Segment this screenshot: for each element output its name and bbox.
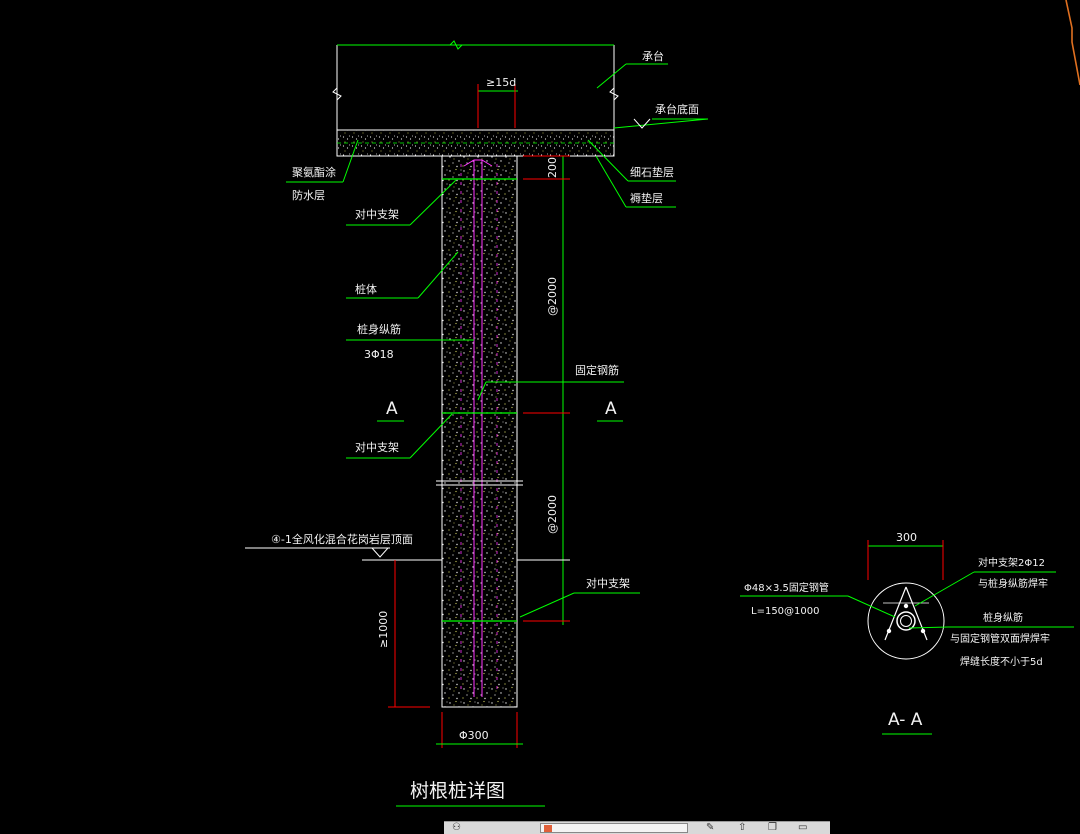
section-pipe-line2: L=150@1000 bbox=[751, 606, 820, 617]
pile-width-label: Φ300 bbox=[459, 729, 489, 742]
cushion-leader bbox=[595, 155, 676, 208]
cap-dimension-line bbox=[337, 40, 614, 50]
rebar-hook-top bbox=[463, 159, 493, 167]
section-bar-line2: 与固定钢管双面焊焊牢 bbox=[950, 632, 1050, 645]
section-mark-right: A bbox=[605, 399, 617, 419]
pile-cap bbox=[336, 45, 615, 131]
waterproof-leader bbox=[286, 139, 359, 183]
centering-leader-1 bbox=[346, 179, 457, 226]
centering-label-3: 对中支架 bbox=[586, 576, 630, 590]
fine-stone-leader bbox=[587, 139, 676, 182]
pencil-icon[interactable]: ✎ bbox=[706, 822, 715, 833]
cap-break-marks bbox=[332, 87, 619, 101]
section-bar-line1: 桩身纵筋 bbox=[983, 611, 1023, 624]
vertical-dimension-chain bbox=[523, 155, 570, 625]
cushion-layer bbox=[336, 129, 615, 157]
cushion-label: 褥垫层 bbox=[630, 191, 663, 205]
section-bar-line3: 焊缝长度不小于5d bbox=[960, 655, 1043, 668]
section-aa bbox=[867, 540, 945, 660]
pile-width-dimension bbox=[436, 712, 523, 748]
taskbar: ⚇ ✎ ⇧ ❐ ▭ bbox=[444, 821, 830, 834]
dim-200: 200 bbox=[546, 157, 559, 178]
cap-leader bbox=[596, 63, 668, 89]
embed-dimension bbox=[388, 560, 430, 708]
arrow-up-icon[interactable]: ⇧ bbox=[738, 822, 747, 833]
centering-frames bbox=[442, 178, 517, 622]
main-rebar bbox=[473, 160, 483, 697]
section-note-line2: 与桩身纵筋焊牢 bbox=[978, 577, 1048, 590]
pile-body bbox=[441, 155, 518, 708]
tool-icon[interactable]: ⚇ bbox=[452, 822, 461, 833]
drawing-title: 树根桩详图 bbox=[410, 780, 505, 802]
main-bar-label-line1: 桩身纵筋 bbox=[357, 322, 401, 336]
layer-top-line bbox=[245, 547, 570, 561]
anchor-dimension: ≥15d bbox=[477, 76, 518, 128]
cap-label: 承台 bbox=[642, 49, 664, 63]
embed-dimension-label: ≥1000 bbox=[377, 611, 390, 648]
section-note-line1: 对中支架2Φ12 bbox=[978, 556, 1045, 569]
section-dim-300: 300 bbox=[896, 531, 917, 544]
dim-2000-upper: @2000 bbox=[546, 277, 559, 316]
copy-icon[interactable]: ❐ bbox=[768, 822, 777, 833]
window-icon[interactable]: ▭ bbox=[798, 822, 808, 833]
waterproof-label-line2: 防水层 bbox=[292, 188, 325, 202]
cap-bottom-leader bbox=[613, 118, 709, 129]
section-pipe-line1: Φ48×3.5固定钢管 bbox=[744, 581, 829, 594]
section-note-leader bbox=[914, 571, 1056, 607]
fine-stone-label: 细石垫层 bbox=[630, 165, 674, 179]
centering-label-1: 对中支架 bbox=[355, 207, 399, 221]
orange-boundary-line bbox=[1065, 0, 1080, 86]
section-title: A- A bbox=[888, 710, 923, 730]
taskbar-window-tab[interactable] bbox=[540, 823, 688, 833]
centering-leader-3 bbox=[519, 592, 640, 618]
fix-bar-leader bbox=[477, 381, 624, 401]
centering-label-2: 对中支架 bbox=[355, 440, 399, 454]
centering-leader-2 bbox=[346, 413, 453, 459]
layer-top-label: ④-1全风化混合花岗岩层顶面 bbox=[271, 532, 413, 546]
pile-body-label: 桩体 bbox=[355, 282, 377, 296]
cap-bottom-label: 承台底面 bbox=[655, 102, 699, 116]
section-mark-left: A bbox=[386, 399, 398, 419]
fix-bar-label: 固定钢筋 bbox=[575, 363, 619, 377]
dim-2000-lower: @2000 bbox=[546, 495, 559, 534]
main-bar-label-line2: 3Φ18 bbox=[364, 348, 394, 361]
inner-dashed-bars bbox=[460, 164, 498, 690]
waterproof-label-line1: 聚氨酯涂 bbox=[292, 165, 336, 179]
app-icon bbox=[544, 825, 552, 832]
pile-body-leader bbox=[346, 251, 459, 299]
section-bar-leader bbox=[908, 626, 1074, 629]
fixing-pipe-joint bbox=[436, 480, 523, 486]
section-pipe-leader bbox=[740, 595, 896, 618]
anchor-length-label: ≥15d bbox=[486, 76, 516, 89]
